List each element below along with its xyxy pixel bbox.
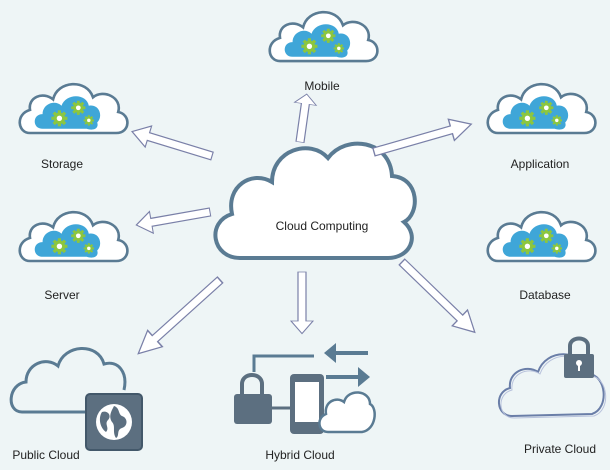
arrow-to-hybrid-cloud <box>290 271 314 335</box>
arrow-to-storage <box>128 120 216 168</box>
globe-icon <box>96 404 132 440</box>
server-label: Server <box>44 288 80 302</box>
private-cloud-icon <box>498 336 607 419</box>
central-label: Cloud Computing <box>275 219 369 233</box>
public-cloud-icon <box>9 347 143 451</box>
application-cloud-icon <box>488 84 596 133</box>
mobile-cloud-icon <box>270 12 378 61</box>
server-cloud-icon <box>20 212 128 261</box>
central-cloud <box>213 141 417 260</box>
storage-cloud-icon <box>20 84 128 133</box>
database-cloud-icon <box>488 212 596 261</box>
public-cloud-label: Public Cloud <box>12 448 80 462</box>
arrow-to-server <box>133 200 213 237</box>
database-label: Database <box>519 288 571 302</box>
arrow-to-mobile <box>288 91 319 145</box>
private-cloud-label: Private Cloud <box>523 442 597 456</box>
arrow-to-private-cloud <box>393 253 484 341</box>
storage-label: Storage <box>40 157 84 171</box>
arrow-to-public-cloud <box>130 271 229 363</box>
padlock-icon <box>564 336 594 378</box>
sync-arrows-icon <box>324 343 370 387</box>
application-label: Application <box>510 157 570 171</box>
hybrid-cloud-label: Hybrid Cloud <box>265 448 335 462</box>
hybrid-cloud-icon <box>234 343 376 434</box>
mobile-label: Mobile <box>304 79 340 93</box>
padlock-icon <box>234 373 272 424</box>
